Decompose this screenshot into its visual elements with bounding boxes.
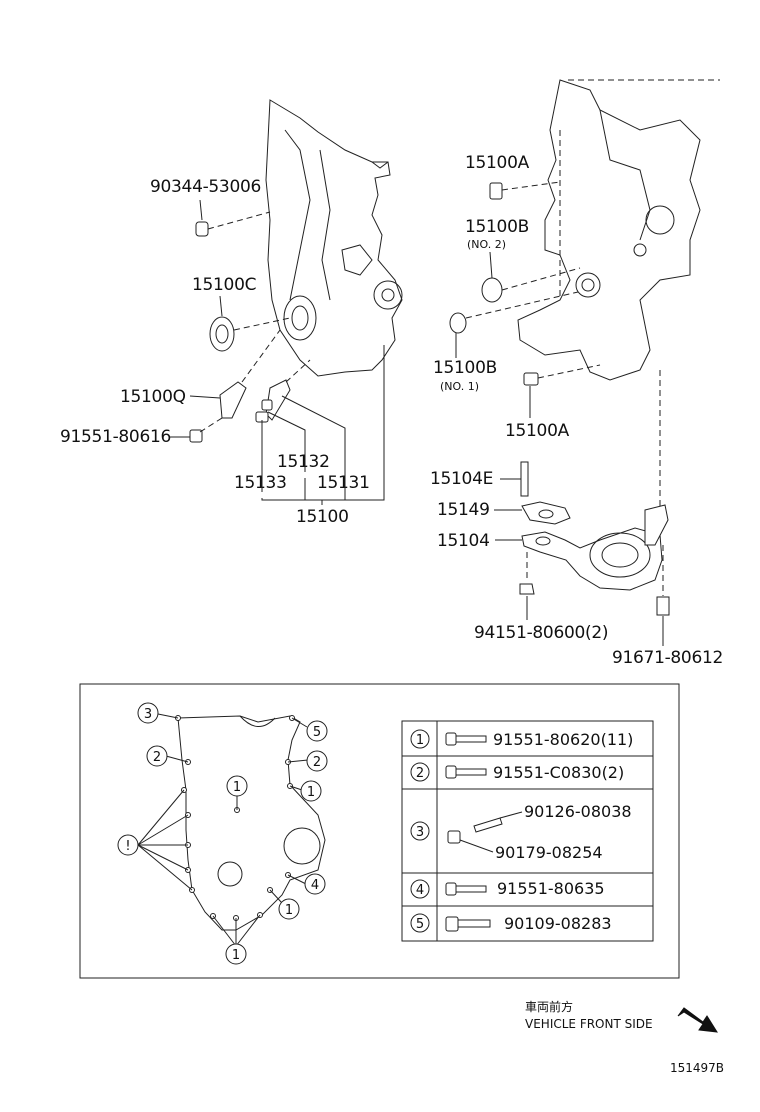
svg-text:3: 3 bbox=[144, 707, 152, 722]
label-91671-80612: 91671-80612 bbox=[612, 648, 723, 668]
arrow-down-right-icon bbox=[677, 1007, 718, 1033]
label-15149: 15149 bbox=[437, 500, 490, 520]
bolt-location-box bbox=[79, 683, 680, 979]
front-label-jp: 車両前方 bbox=[525, 999, 573, 1014]
bolt-91551-80616 bbox=[189, 417, 223, 443]
bolt-dots bbox=[175, 715, 295, 921]
svg-text:!: ! bbox=[125, 839, 130, 854]
callout-5: 5 bbox=[306, 720, 328, 742]
label-15132: 15132 bbox=[277, 452, 330, 472]
flange-bolt-icon bbox=[445, 882, 487, 896]
legend-num-3: 3 bbox=[416, 825, 424, 840]
legend-num-2: 2 bbox=[416, 766, 424, 781]
timing-chain-cover bbox=[265, 99, 403, 377]
oil-jet-15100Q bbox=[219, 329, 281, 419]
o-ring-15100B-no1 bbox=[449, 291, 579, 334]
label-15100B-bot: 15100B bbox=[433, 358, 497, 378]
callout-3: 3 bbox=[137, 702, 159, 724]
gasket-15149 bbox=[521, 501, 571, 525]
nut-94151-80600 bbox=[519, 552, 535, 595]
label-15133: 15133 bbox=[234, 473, 287, 493]
svg-text:1: 1 bbox=[233, 780, 241, 795]
flange-bolt-icon bbox=[445, 765, 487, 779]
oil-pressure-parts bbox=[255, 359, 311, 423]
label-91551-80616: 91551-80616 bbox=[60, 427, 171, 447]
svg-text:1: 1 bbox=[285, 903, 293, 918]
stud-15104E bbox=[520, 461, 529, 497]
legend-part-5: 90109-08283 bbox=[504, 914, 612, 933]
legend-num-5: 5 bbox=[416, 917, 424, 932]
long-bolt-icon bbox=[445, 916, 491, 932]
svg-text:2: 2 bbox=[313, 755, 321, 770]
legend-part-3b: 90179-08254 bbox=[495, 843, 603, 862]
svg-text:4: 4 bbox=[311, 878, 319, 893]
label-15131: 15131 bbox=[317, 473, 370, 493]
cover-outline-view bbox=[177, 715, 326, 931]
svg-text:1: 1 bbox=[232, 948, 240, 963]
front-label-en: VEHICLE FRONT SIDE bbox=[525, 1017, 653, 1031]
legend-num-1: 1 bbox=[416, 733, 424, 748]
label-15100Q: 15100Q bbox=[120, 387, 186, 407]
label-90344-53006: 90344-53006 bbox=[150, 177, 261, 197]
legend-part-1: 91551-80620(11) bbox=[493, 730, 633, 749]
label-94151-80600: 94151-80600(2) bbox=[474, 623, 608, 643]
label-15100A-top: 15100A bbox=[465, 153, 530, 173]
oil-strainer-15104 bbox=[521, 504, 669, 591]
callout-leaders bbox=[137, 713, 309, 947]
o-ring-15100B-no2 bbox=[481, 267, 581, 303]
callout-2a: 2 bbox=[146, 745, 168, 767]
callout-1b: 1 bbox=[226, 775, 248, 797]
pin-15100A-bottom bbox=[523, 364, 601, 386]
label-15104E: 15104E bbox=[430, 469, 493, 489]
legend-part-2: 91551-C0830(2) bbox=[493, 763, 624, 782]
nut-icon bbox=[447, 830, 461, 844]
label-no1: (NO. 1) bbox=[440, 380, 479, 393]
callout-4: 4 bbox=[304, 873, 326, 895]
pin-15100A-top bbox=[489, 181, 561, 200]
oil-seal-15100C bbox=[209, 316, 291, 352]
legend-table: 1 2 3 4 5 91551-80620(1 bbox=[401, 720, 654, 942]
callout-excl: ! bbox=[117, 834, 139, 856]
diagram-code: 151497B bbox=[670, 1061, 724, 1075]
callout-1c: 1 bbox=[278, 898, 300, 920]
legend-part-4: 91551-80635 bbox=[497, 879, 605, 898]
svg-text:1: 1 bbox=[307, 785, 315, 800]
label-15100B-top: 15100B bbox=[465, 217, 529, 237]
legend-num-4: 4 bbox=[416, 883, 424, 898]
legend-part-3a: 90126-08038 bbox=[524, 802, 632, 821]
label-15100C: 15100C bbox=[192, 275, 256, 295]
label-15104: 15104 bbox=[437, 531, 490, 551]
label-15100: 15100 bbox=[296, 507, 349, 527]
svg-text:5: 5 bbox=[313, 725, 321, 740]
flange-bolt-icon bbox=[445, 732, 487, 746]
svg-text:2: 2 bbox=[153, 750, 161, 765]
callout-1d: 1 bbox=[225, 943, 247, 965]
label-15100A-bot: 15100A bbox=[505, 421, 570, 441]
plug-90344-53006 bbox=[195, 211, 271, 237]
bolt-91671-80612 bbox=[656, 545, 670, 616]
callout-1a: 1 bbox=[300, 780, 322, 802]
engine-block bbox=[517, 79, 720, 510]
stud-bolt-icon bbox=[473, 817, 503, 833]
callout-2b: 2 bbox=[306, 750, 328, 772]
label-no2: (NO. 2) bbox=[467, 238, 506, 251]
